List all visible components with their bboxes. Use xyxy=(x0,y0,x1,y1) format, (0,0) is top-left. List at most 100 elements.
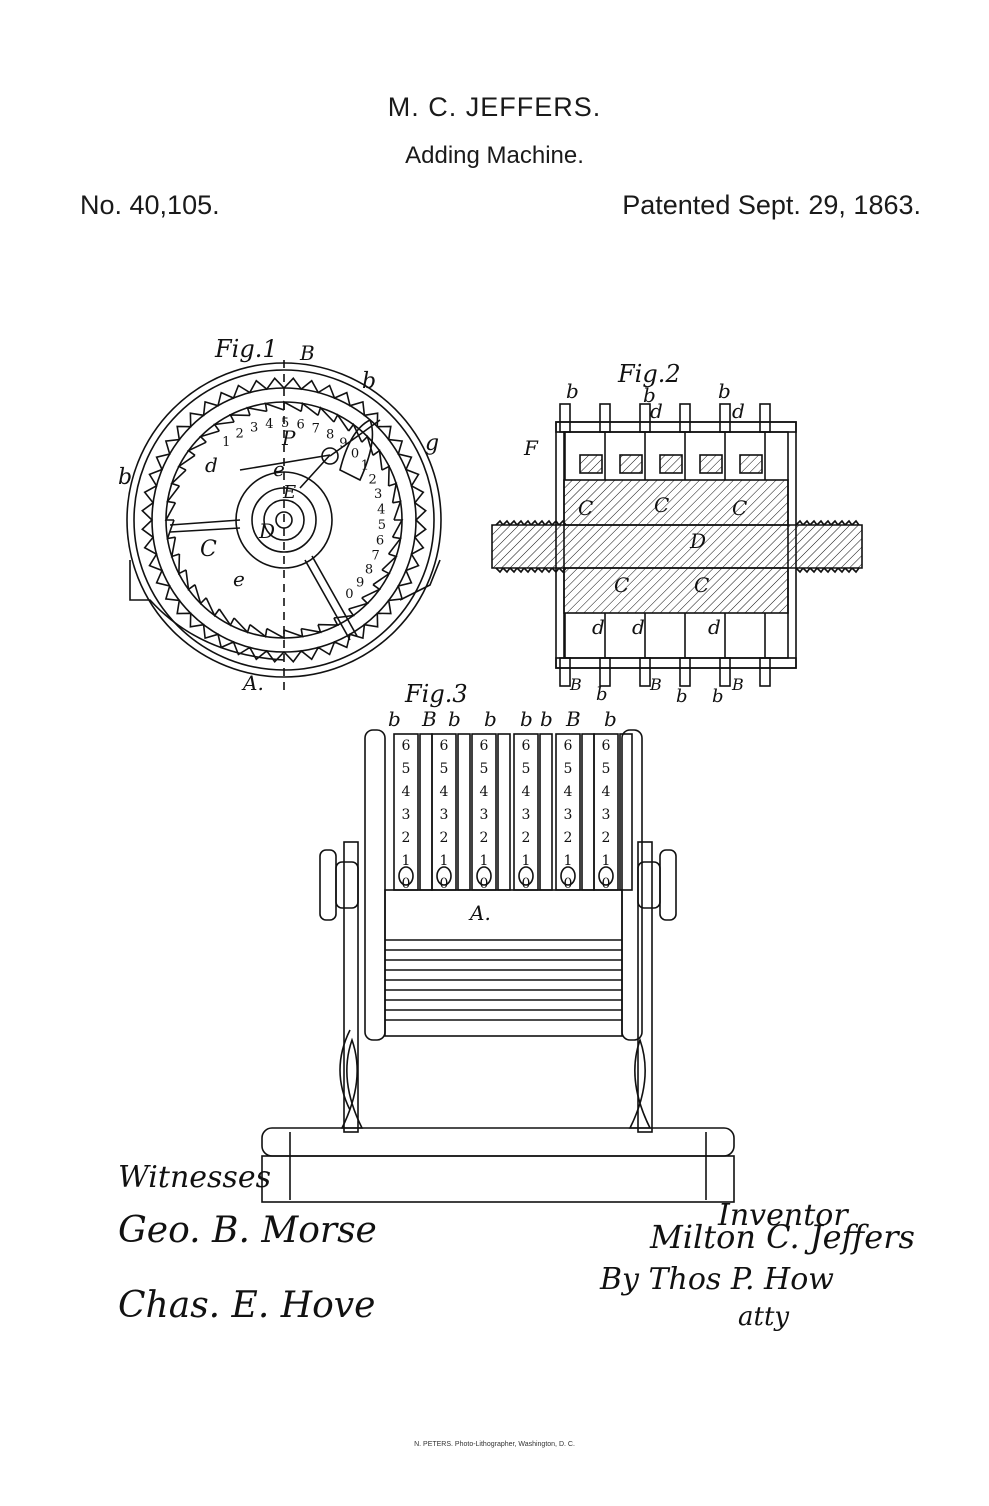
fig1-ref-B: B xyxy=(299,341,315,365)
inventor-signature: Milton C. Jeffers xyxy=(650,1218,915,1256)
fig3-wheel-digit: 1 xyxy=(402,853,411,869)
fig3-wheel xyxy=(393,733,419,891)
fig2-ref-b1: b xyxy=(566,379,579,403)
fig3-wheel-divider xyxy=(457,733,471,891)
fig1-ref-d: d xyxy=(205,453,218,477)
fig2-ref-B1: B xyxy=(569,675,582,694)
fig1-dial-digit: 4 xyxy=(377,502,385,517)
fig2-ref-b3: b xyxy=(718,379,731,403)
fig1-ref-e-bottom: e xyxy=(233,567,245,591)
fig3-top-ref: b xyxy=(520,707,533,731)
fig1-label: Fig.1 xyxy=(214,335,278,363)
fig3-wheel-digit: 4 xyxy=(522,784,531,800)
fig1-ref-b-top: b xyxy=(362,369,376,394)
fig1-dial-digit: 0 xyxy=(345,587,353,602)
fig3-wheel-digit: 4 xyxy=(480,784,489,800)
fig3-top-ref: B xyxy=(421,707,437,731)
fig3-top-ref: b xyxy=(388,707,401,731)
fig2-ref-b5: b xyxy=(676,686,688,707)
fig3-wheel-digit: 2 xyxy=(440,830,449,846)
fig3-wheel-digit: 3 xyxy=(440,807,449,823)
fig3-wheel-digit: 6 xyxy=(440,738,449,754)
fig1-dial-digit: 8 xyxy=(365,563,373,578)
fig2-plate-bottom xyxy=(559,657,571,687)
witness-1-signature: Geo. B. Morse xyxy=(118,1210,377,1251)
inventor-name: M. C. JEFFERS. xyxy=(387,92,602,122)
fig1-dial-digit: 9 xyxy=(356,576,364,591)
fig2-plate-top xyxy=(759,403,771,433)
fig2-plate-top xyxy=(599,403,611,433)
fig1-dial-digit: 3 xyxy=(250,421,258,436)
fig1-dial-digit: 3 xyxy=(374,487,382,502)
fig2-plate-top xyxy=(719,403,731,433)
fig2-plate-top xyxy=(679,403,691,433)
fig2-ref-B3: B xyxy=(731,675,744,694)
fig3-wheel-digit: 5 xyxy=(480,761,489,777)
patent-title: Adding Machine. xyxy=(405,142,584,169)
fig2-ref-d4: d xyxy=(632,615,645,639)
fig2-pawl xyxy=(739,454,763,474)
fig3-wheel xyxy=(593,733,619,891)
fig2-plate-top xyxy=(639,403,651,433)
lithographer-footer: N. PETERS. Photo-Lithographer, Washingto… xyxy=(414,1441,575,1448)
fig1-dial-digit: 0 xyxy=(351,447,359,462)
fig3-wheel-digit: 0 xyxy=(480,876,489,892)
fig2-plate-bottom xyxy=(679,657,691,687)
fig3-wheel-digit: 0 xyxy=(602,876,611,892)
fig3-wheel xyxy=(471,733,497,891)
fig1-dial-digit: 6 xyxy=(376,534,384,549)
fig3-wheel-digit: 4 xyxy=(564,784,573,800)
fig3-wheel-digit: 6 xyxy=(480,738,489,754)
fig1-dial-digit: 7 xyxy=(312,421,320,436)
fig2-ref-B2: B xyxy=(649,675,662,694)
fig1-ref-g: g xyxy=(425,431,439,456)
fig3-wheel-digit: 5 xyxy=(440,761,449,777)
fig3-wheel-hole xyxy=(398,866,414,886)
fig3-wheel-digit: 1 xyxy=(602,853,611,869)
fig3-wheel-digit: 2 xyxy=(480,830,489,846)
fig1-dial-digit: 5 xyxy=(281,416,289,431)
fig3-wheel-hole xyxy=(598,866,614,886)
fig3-wheel-hole xyxy=(476,866,492,886)
fig1-ref-C: C xyxy=(200,537,217,562)
fig1-inner-teeth xyxy=(164,400,404,640)
fig2-ref-d5: d xyxy=(708,615,721,639)
fig3-wheel-digit: 6 xyxy=(522,738,531,754)
fig2-plate-bottom xyxy=(759,657,771,687)
fig1-dial-digit: 1 xyxy=(361,459,369,474)
fig1-dial-digit: 2 xyxy=(236,427,244,442)
fig3-wheel-digit: 3 xyxy=(402,807,411,823)
fig2-ref-F: F xyxy=(523,436,539,460)
fig1-dial-digit: 5 xyxy=(378,518,386,533)
fig3-wheel xyxy=(513,733,539,891)
fig3-wheel-digit: 5 xyxy=(602,761,611,777)
fig3-wheel-digit: 0 xyxy=(564,876,573,892)
fig3-top-ref: b xyxy=(604,707,617,731)
fig3-wheel-divider xyxy=(581,733,595,891)
fig3-drum-label: A. xyxy=(468,901,491,925)
patent-date: Patented Sept. 29, 1863. xyxy=(622,190,921,220)
fig2-pawl xyxy=(699,454,723,474)
fig2-ref-b6: b xyxy=(712,686,724,707)
fig3-wheel-digit: 1 xyxy=(564,853,573,869)
fig3-wheel-digit: 1 xyxy=(522,853,531,869)
fig3-wheel-digit: 4 xyxy=(402,784,411,800)
fig3-wheel-digit: 3 xyxy=(522,807,531,823)
fig3-wheel-digit: 1 xyxy=(480,853,489,869)
attorney-abbreviation: atty xyxy=(738,1302,790,1332)
fig3-top-ref: b xyxy=(484,707,497,731)
patent-number: No. 40,105. xyxy=(80,190,220,220)
witness-2-signature: Chas. E. Hove xyxy=(118,1285,376,1326)
fig2-pawl xyxy=(619,454,643,474)
fig3-wheel xyxy=(555,733,581,891)
fig1-dial-digit: 8 xyxy=(326,428,334,443)
fig3-wheel-digit: 3 xyxy=(480,807,489,823)
fig1-dial-digit: 1 xyxy=(222,435,230,450)
fig3-wheel-hole xyxy=(560,866,576,886)
fig2-pawl xyxy=(659,454,683,474)
fig2-ref-b4: b xyxy=(596,684,608,705)
fig1-ref-b-left: b xyxy=(118,465,132,490)
fig3-wheel-hole xyxy=(436,866,452,886)
